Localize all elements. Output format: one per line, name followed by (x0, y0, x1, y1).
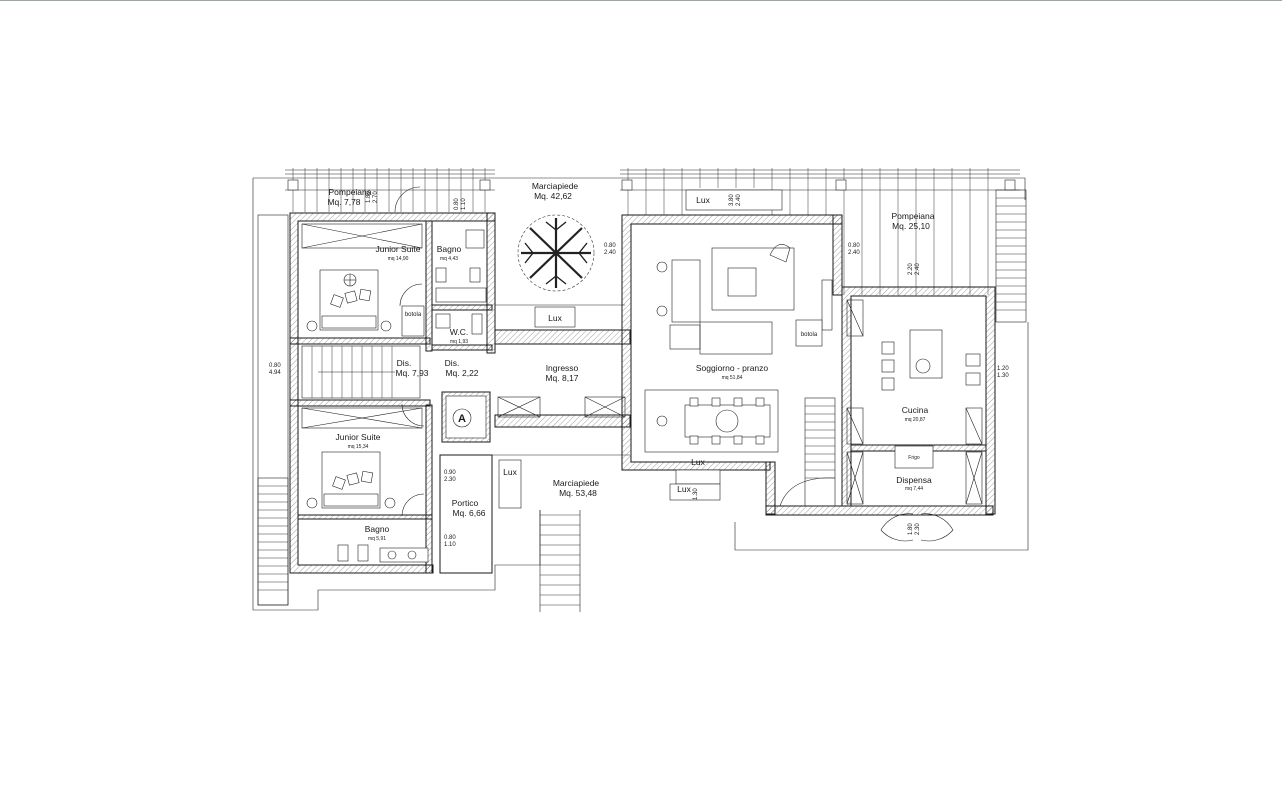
stair-right (995, 189, 1027, 323)
elevator-letter: A (458, 413, 466, 425)
label-bagno-bottom: Bagno (365, 524, 390, 534)
area-marciapiede-top: Mq. 42,62 (534, 191, 572, 201)
dim-lux-b: 2.40 (736, 194, 742, 206)
label-botola-right: botola (801, 332, 818, 338)
dim-cucina-a: 1.20 (997, 366, 1009, 372)
tree-symbol (517, 214, 595, 292)
label-wc: W.C. (450, 327, 468, 337)
dim-disp-a: 1.80 (908, 523, 914, 535)
area-bagno-top: mq 4,43 (440, 256, 458, 262)
page-top-rule (0, 0, 1282, 1)
dim-sogg-b: 2.40 (604, 250, 616, 256)
area-junior-suite-top: mq 14,90 (388, 256, 409, 262)
area-dis-left: Mq. 7,93 (395, 368, 428, 378)
area-wc: mq 1,93 (450, 339, 468, 345)
lux-top-right: Lux (696, 195, 710, 205)
stair-left (257, 477, 289, 606)
area-pompeiana-right: Mq. 25,10 (892, 221, 930, 231)
label-pompeiana-left: Pompeiana (328, 187, 371, 197)
area-bagno-bottom: mq 5,91 (368, 536, 386, 542)
entry-steps (540, 510, 581, 612)
dim-pomp-right-b: 2.40 (915, 263, 921, 275)
portico (439, 454, 630, 574)
living-wing (621, 214, 996, 516)
label-marciapiede-top: Marciapiede (532, 181, 579, 191)
area-dis-mid: Mq. 2,22 (445, 368, 478, 378)
area-marciapiede-bottom: Mq. 53,48 (559, 488, 597, 498)
dim-lux-bottom: 1.30 (693, 488, 699, 500)
area-pompeiana-left: Mq. 7,78 (327, 197, 360, 207)
dim-portico-d: 1.10 (444, 542, 456, 548)
pergola-left (285, 168, 495, 212)
lux-bottom-a: Lux (691, 457, 705, 467)
label-bagno-top: Bagno (437, 244, 462, 254)
area-soggiorno: mq 51,84 (722, 375, 743, 381)
dim-sogg-a: 0.80 (604, 243, 616, 249)
lux-portico: Lux (503, 467, 517, 477)
label-junior-suite-top: Junior Suite (376, 244, 421, 254)
label-soggiorno: Soggiorno - pranzo (696, 363, 769, 373)
area-ingresso: Mq. 8,17 (545, 373, 578, 383)
dim-portico-c: 0.80 (444, 535, 456, 541)
dim-left-a: 0.80 (269, 363, 281, 369)
label-frigo: Frigo (908, 455, 920, 461)
dim-pomp-left-b: 2.70 (373, 191, 379, 203)
label-junior-suite-bottom: Junior Suite (336, 432, 381, 442)
label-ingresso: Ingresso (546, 363, 579, 373)
terrace-outline (252, 177, 1029, 612)
dim-sogg-right-a: 0.80 (848, 243, 860, 249)
kitchen (846, 299, 983, 542)
area-portico: Mq. 6,66 (452, 508, 485, 518)
pergola-right (620, 168, 1020, 295)
area-junior-suite-bottom: mq 15,34 (348, 444, 369, 450)
dim-top-a: 0.80 (454, 198, 460, 210)
dim-pomp-right-a: 2.20 (908, 263, 914, 275)
dim-cucina-b: 1.30 (997, 373, 1009, 379)
dim-portico-b: 2.30 (444, 477, 456, 483)
label-botola-left: botola (405, 312, 422, 318)
dim-lux-a: 3.80 (729, 194, 735, 206)
dim-portico-a: 0.90 (444, 470, 456, 476)
dim-sogg-right-b: 2.40 (848, 250, 860, 256)
dim-top-b: 1.10 (461, 198, 467, 210)
label-dis-mid: Dis. (445, 358, 460, 368)
left-wing (289, 186, 496, 574)
lux-top-center: Lux (548, 313, 562, 323)
label-cucina: Cucina (902, 405, 929, 415)
area-dispensa: mq 7,44 (905, 486, 923, 492)
label-marciapiede-bottom: Marciapiede (553, 478, 600, 488)
label-dis-left: Dis. (397, 358, 412, 368)
dim-left-b: 4.94 (269, 370, 281, 376)
lux-bottom-b: Lux (677, 484, 691, 494)
dim-disp-b: 2.30 (915, 523, 921, 535)
label-portico: Portico (452, 498, 479, 508)
label-pompeiana-right: Pompeiana (891, 211, 934, 221)
dim-pomp-left-a: 1.80 (366, 191, 372, 203)
label-dispensa: Dispensa (896, 475, 932, 485)
area-cucina: mq 20,87 (905, 417, 926, 423)
